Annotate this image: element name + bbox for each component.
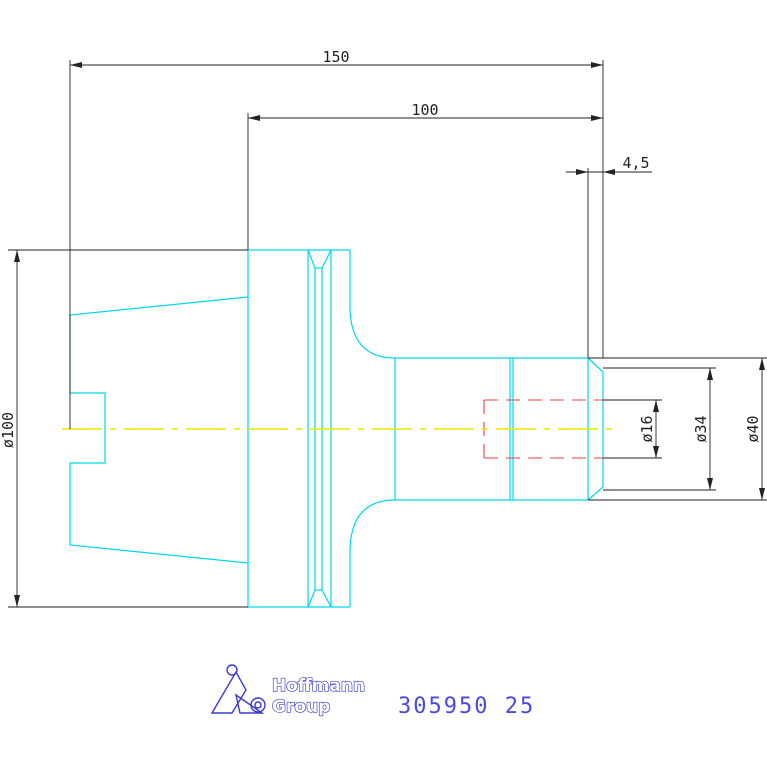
dim-flange-diameter: ø100	[0, 412, 17, 448]
brand-line-2: Group	[272, 697, 330, 717]
groove-line	[321, 249, 332, 269]
dim-end-offset: 4,5	[622, 154, 649, 172]
end-chamfer	[587, 357, 604, 373]
end-chamfer	[587, 486, 604, 501]
dim-shank-diameter: ø40	[744, 415, 762, 442]
groove-line	[307, 249, 316, 269]
dimension-lines	[8, 60, 767, 608]
brand-line-1: Hoffmann	[272, 676, 365, 696]
fillet-bottom	[349, 499, 396, 549]
dimension-arrows	[14, 62, 765, 607]
dim-shank-length: 100	[411, 101, 438, 119]
logo-mark-icon	[210, 664, 266, 714]
groove-line	[321, 589, 332, 608]
dim-bore-diameter: ø16	[638, 415, 656, 442]
dim-neck-diameter: ø34	[692, 415, 710, 442]
taper-outline	[69, 296, 249, 564]
groove-line	[307, 589, 316, 608]
fillet-top	[349, 309, 396, 359]
hoffmann-logo: Hoffmann Group	[210, 664, 366, 718]
article-number: 305950 25	[398, 694, 535, 719]
dim-overall-length: 150	[322, 48, 349, 66]
